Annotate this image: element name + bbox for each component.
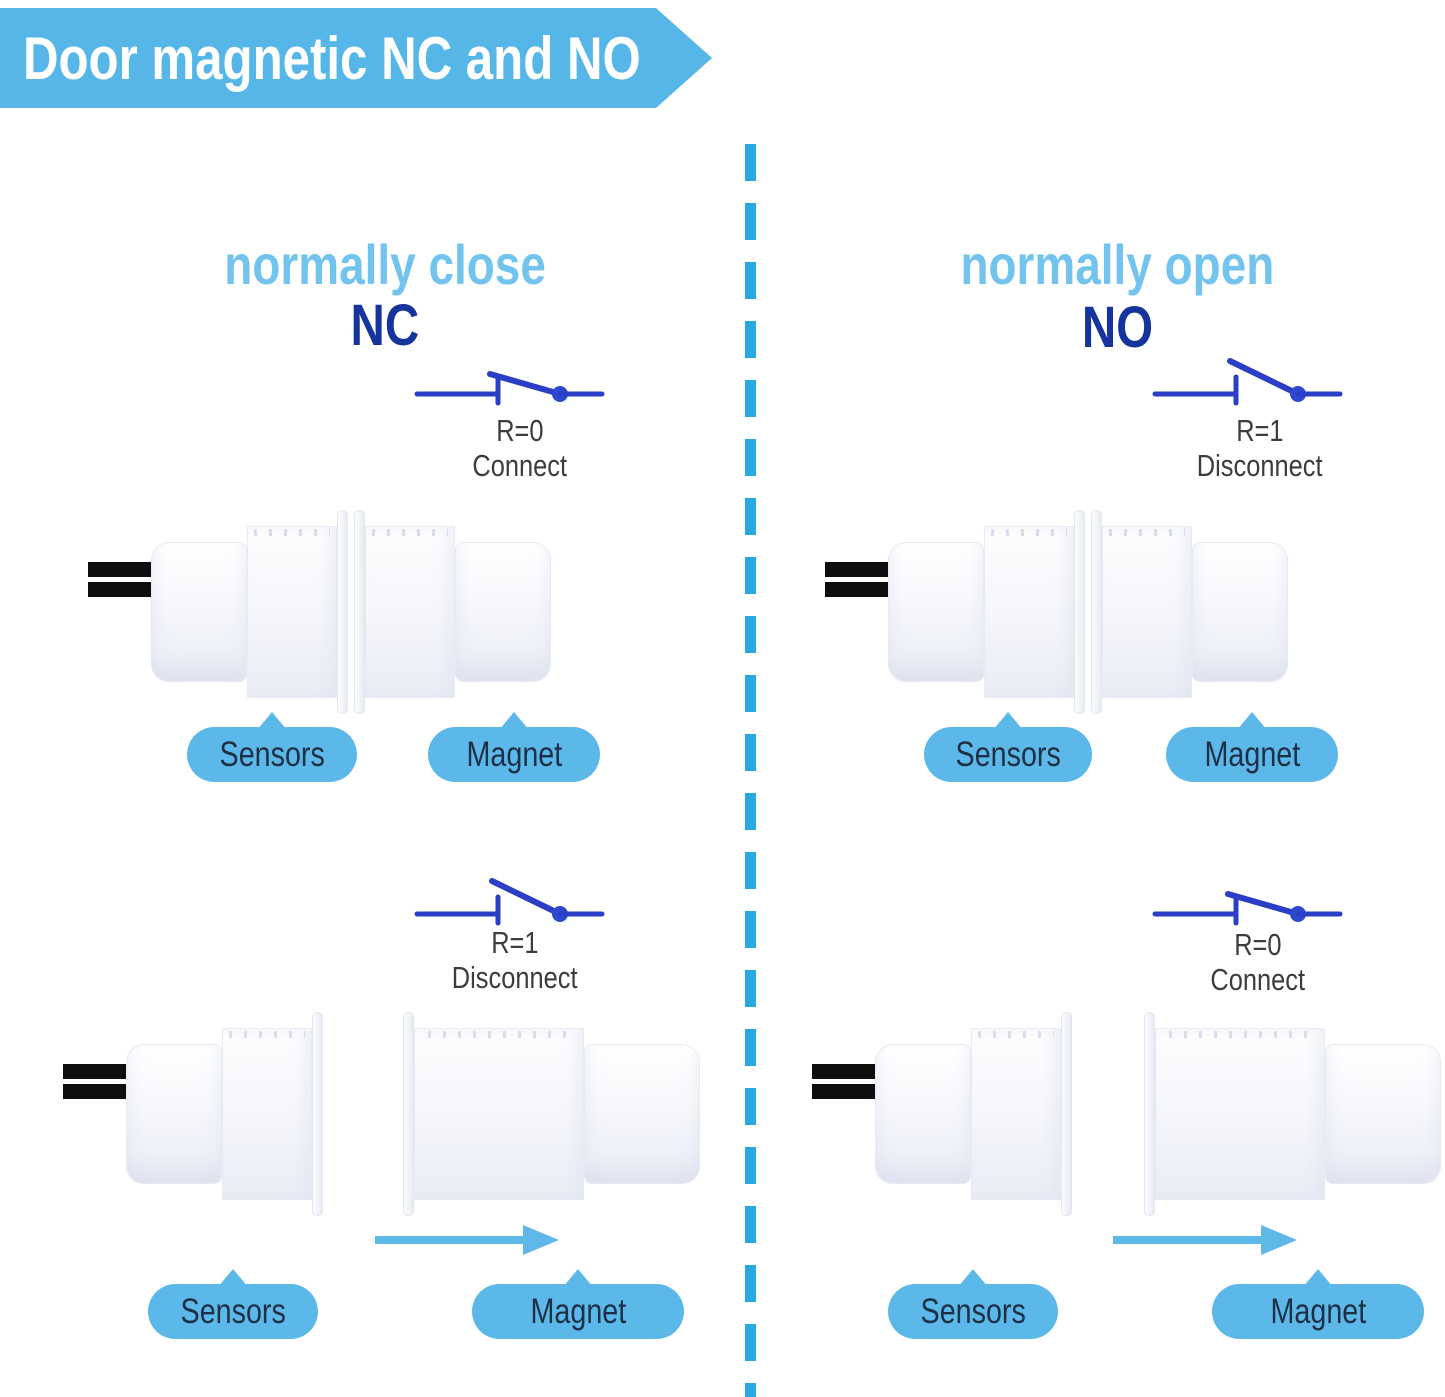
- wire: [63, 1063, 131, 1079]
- wire: [825, 561, 893, 577]
- page-title: Door magnetic NC and NO: [22, 24, 641, 92]
- circuit-switch-closed-icon: [1152, 891, 1343, 926]
- vertical-dashed-divider-icon: [745, 144, 756, 1397]
- resistance-value: R=1: [1236, 413, 1284, 448]
- nc-code: NC: [350, 293, 420, 358]
- arrow-head: [523, 1225, 559, 1255]
- magnet-flange: [1091, 510, 1102, 714]
- no-state2-caption: R=0 Connect: [1138, 928, 1378, 998]
- resistance-value: R=1: [491, 925, 539, 960]
- magnet-device: [403, 1012, 700, 1216]
- nc-devices-together: [88, 510, 551, 714]
- sensor-flange: [312, 1012, 323, 1216]
- nc-state1-caption: R=0 Connect: [400, 414, 640, 484]
- magnet-sleeve: [414, 1028, 584, 1200]
- magnet-body: [455, 542, 551, 682]
- magnet-callout: Magnet: [472, 1284, 684, 1339]
- sensor-sleeve: [984, 526, 1074, 698]
- sensor-device: [812, 1012, 1072, 1216]
- magnet-callout: Magnet: [1166, 727, 1338, 782]
- action-label: Connect: [472, 448, 568, 483]
- sensor-body: [875, 1044, 971, 1184]
- wire: [825, 581, 893, 597]
- no-subtitle: normally open: [960, 233, 1274, 296]
- action-label: Connect: [1210, 962, 1306, 997]
- sensor-body: [126, 1044, 222, 1184]
- magnet-body: [584, 1044, 700, 1184]
- circuit-switch-closed-icon: [414, 371, 605, 406]
- action-label: Disconnect: [1197, 448, 1323, 483]
- sensor-wires: [88, 561, 156, 597]
- title-banner: Door magnetic NC and NO: [0, 8, 712, 108]
- magnet-flange: [1144, 1012, 1155, 1216]
- magnet-flange: [403, 1012, 414, 1216]
- magnet-device: [1144, 1012, 1441, 1216]
- sensor-sleeve: [222, 1028, 312, 1200]
- sensor-device: [88, 510, 348, 714]
- sensors-callout: Sensors: [888, 1284, 1058, 1339]
- resistance-value: R=0: [1234, 927, 1282, 962]
- no-state1-caption: R=1 Disconnect: [1140, 414, 1380, 484]
- no-devices-apart: [812, 1012, 1441, 1216]
- arrow-shaft: [1113, 1236, 1261, 1244]
- magnet-body: [1192, 542, 1288, 682]
- sensor-wires: [825, 561, 893, 597]
- no-devices-together: [825, 510, 1288, 714]
- sensor-body: [151, 542, 247, 682]
- sensor-sleeve: [247, 526, 337, 698]
- magnet-callout: Magnet: [428, 727, 600, 782]
- wire: [63, 1083, 131, 1099]
- sensor-wires: [63, 1063, 131, 1099]
- magnet-body: [1325, 1044, 1441, 1184]
- no-code: NO: [1081, 295, 1153, 360]
- circuit-switch-open-icon: [414, 878, 605, 926]
- sensors-callout: Sensors: [187, 727, 357, 782]
- sensors-callout: Sensors: [924, 727, 1092, 782]
- magnet-device: [1091, 510, 1288, 714]
- sensor-wires: [812, 1063, 880, 1099]
- sensor-sleeve: [971, 1028, 1061, 1200]
- resistance-value: R=0: [496, 413, 544, 448]
- right-arrow-icon: [375, 1224, 559, 1256]
- magnet-device: [354, 510, 551, 714]
- right-arrow-icon: [1113, 1224, 1297, 1256]
- action-label: Disconnect: [452, 960, 578, 995]
- sensor-device: [825, 510, 1085, 714]
- magnet-flange: [354, 510, 365, 714]
- nc-state2-caption: R=1 Disconnect: [395, 926, 635, 996]
- arrow-head: [1261, 1225, 1297, 1255]
- sensor-body: [888, 542, 984, 682]
- sensor-flange: [337, 510, 348, 714]
- circuit-switch-open-icon: [1152, 358, 1343, 406]
- magnet-callout: Magnet: [1212, 1284, 1424, 1339]
- arrow-shaft: [375, 1236, 523, 1244]
- sensors-callout: Sensors: [148, 1284, 318, 1339]
- wire: [812, 1063, 880, 1079]
- wire: [812, 1083, 880, 1099]
- nc-devices-apart: [63, 1012, 700, 1216]
- sensor-flange: [1074, 510, 1085, 714]
- wire: [88, 561, 156, 577]
- magnet-sleeve: [1155, 1028, 1325, 1200]
- sensor-flange: [1061, 1012, 1072, 1216]
- nc-subtitle: normally close: [224, 233, 546, 296]
- magnet-sleeve: [1102, 526, 1192, 698]
- magnet-sleeve: [365, 526, 455, 698]
- sensor-device: [63, 1012, 323, 1216]
- wire: [88, 581, 156, 597]
